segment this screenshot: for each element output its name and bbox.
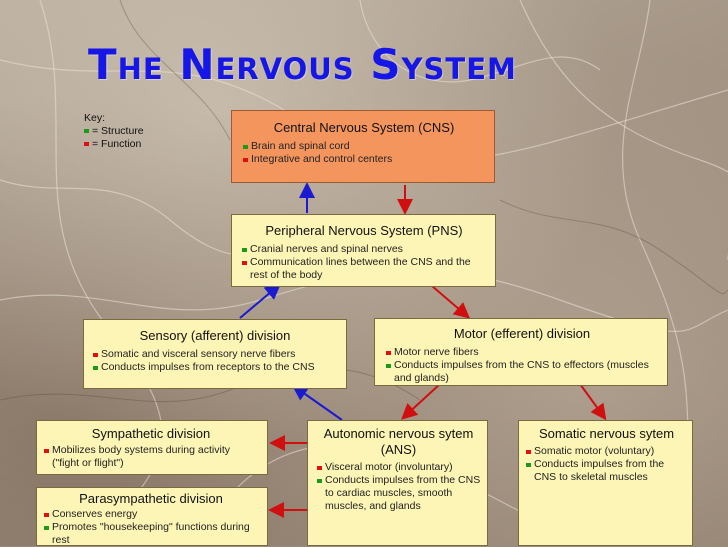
arrow-pns-to-motor [432, 286, 467, 316]
function-bullet-icon [93, 353, 98, 357]
cns-box: Central Nervous System (CNS) Brain and s… [231, 110, 495, 183]
function-bullet-icon [526, 450, 531, 454]
cns-item-function: Integrative and control centers [242, 153, 486, 166]
autonomic-nervous-system-box: Autonomic nervous sytem (ANS) Visceral m… [307, 420, 488, 546]
function-bullet-icon [386, 351, 391, 355]
motor-item-function: Motor nerve fibers [385, 346, 659, 359]
autonomic-item-structure: Conducts impulses from the CNS to cardia… [316, 474, 481, 513]
autonomic-heading: Autonomic nervous sytem (ANS) [316, 426, 481, 458]
sensory-item-function: Somatic and visceral sensory nerve fiber… [92, 348, 338, 361]
motor-division-box: Motor (efferent) division Motor nerve fi… [374, 318, 668, 386]
parasympathetic-item-function: Conserves energy [43, 508, 259, 521]
arrow-motor-to-somatic [580, 384, 604, 417]
somatic-nervous-system-box: Somatic nervous sytem Somatic motor (vol… [518, 420, 693, 546]
pns-heading: Peripheral Nervous System (PNS) [241, 223, 487, 239]
motor-heading: Motor (efferent) division [385, 326, 659, 342]
sympathetic-heading: Sympathetic division [43, 426, 259, 442]
pns-box: Peripheral Nervous System (PNS) Cranial … [231, 214, 496, 287]
structure-bullet-icon [44, 526, 49, 530]
cns-item-structure: Brain and spinal cord [242, 140, 486, 153]
function-bullet-icon [242, 261, 247, 265]
autonomic-item-function: Visceral motor (involuntary) [316, 461, 481, 474]
function-bullet-icon [243, 158, 248, 162]
sensory-heading: Sensory (afferent) division [92, 328, 338, 344]
function-bullet-icon [44, 513, 49, 517]
structure-bullet-icon [242, 248, 247, 252]
arrow-sensory-to-pns [240, 286, 278, 318]
parasympathetic-division-box: Parasympathetic division Conserves energ… [36, 487, 268, 546]
function-bullet-icon [317, 466, 322, 470]
structure-bullet-icon [243, 145, 248, 149]
arrow-ans-to-sensory [295, 387, 342, 420]
pns-item-function: Communication lines between the CNS and … [241, 256, 487, 282]
parasympathetic-item-structure: Promotes "housekeeping" functions during… [43, 521, 259, 547]
motor-item-structure: Conducts impulses from the CNS to effect… [385, 359, 659, 385]
function-bullet-icon [44, 449, 49, 453]
parasympathetic-heading: Parasympathetic division [43, 491, 259, 507]
cns-heading: Central Nervous System (CNS) [242, 120, 486, 136]
sympathetic-division-box: Sympathetic division Mobilizes body syst… [36, 420, 268, 475]
structure-bullet-icon [317, 479, 322, 483]
structure-bullet-icon [386, 364, 391, 368]
somatic-heading: Somatic nervous sytem [525, 426, 688, 442]
sensory-division-box: Sensory (afferent) division Somatic and … [83, 319, 347, 389]
pns-item-structure: Cranial nerves and spinal nerves [241, 243, 487, 256]
sympathetic-item-function: Mobilizes body systems during activity (… [43, 444, 259, 470]
arrow-motor-to-ans [404, 384, 440, 417]
sensory-item-structure: Conducts impulses from receptors to the … [92, 361, 338, 374]
structure-bullet-icon [93, 366, 98, 370]
structure-bullet-icon [526, 463, 531, 467]
somatic-item-structure: Conducts impulses from the CNS to skelet… [525, 458, 688, 484]
somatic-item-function: Somatic motor (voluntary) [525, 445, 688, 458]
